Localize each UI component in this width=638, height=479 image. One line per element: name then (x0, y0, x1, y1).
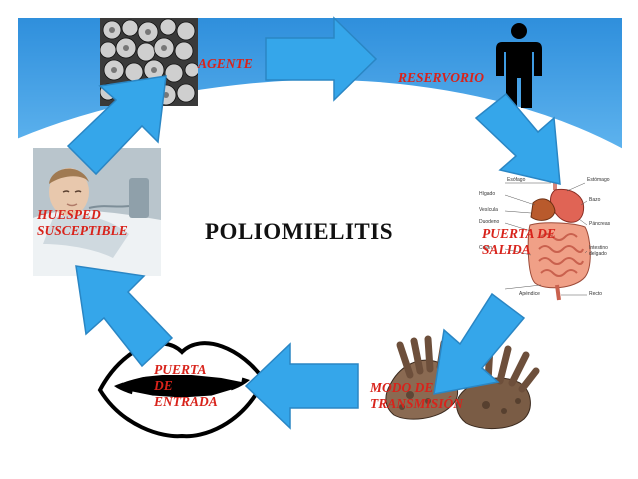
label-puerta-entrada: PUERTA DE ENTRADA (154, 362, 218, 409)
svg-text:Estómago: Estómago (587, 177, 610, 183)
arrow-huesped-to-agente (66, 75, 167, 176)
label-modo-transmision: MODO DE TRANSMISIÓN (370, 380, 464, 411)
svg-text:delgado: delgado (589, 251, 607, 257)
svg-text:Bazo: Bazo (589, 197, 601, 203)
label-reservorio: RESERVORIO (398, 70, 485, 85)
svg-text:Páncreas: Páncreas (589, 221, 611, 227)
svg-text:Vesícula: Vesícula (479, 207, 498, 213)
label-puerta-salida: PUERTA DE SALIDA (482, 226, 556, 257)
svg-text:Apéndice: Apéndice (519, 291, 540, 297)
virus-micrograph-icon (100, 18, 198, 106)
svg-text:Esófago: Esófago (507, 177, 526, 183)
arrow-agente-to-reservorio (265, 16, 378, 102)
svg-text:Duodeno: Duodeno (479, 219, 500, 225)
svg-text:Hígado: Hígado (479, 191, 495, 197)
page-title: POLIOMIELITIS (205, 219, 393, 244)
svg-text:Colon: Colon (479, 245, 492, 251)
arrow-salida-to-transmision (433, 292, 526, 395)
arrow-transmision-to-entrada (244, 342, 359, 430)
person-silhouette-icon (496, 23, 542, 108)
arrow-reservorio-to-salida (474, 92, 561, 185)
label-huesped-susceptible: HUESPED SUSCEPTIBLE (37, 207, 128, 238)
svg-text:Recto: Recto (589, 291, 602, 297)
arrow-entrada-to-huesped (75, 265, 174, 368)
svg-text:Intestino: Intestino (589, 245, 608, 251)
label-agente: AGENTE (198, 56, 253, 71)
